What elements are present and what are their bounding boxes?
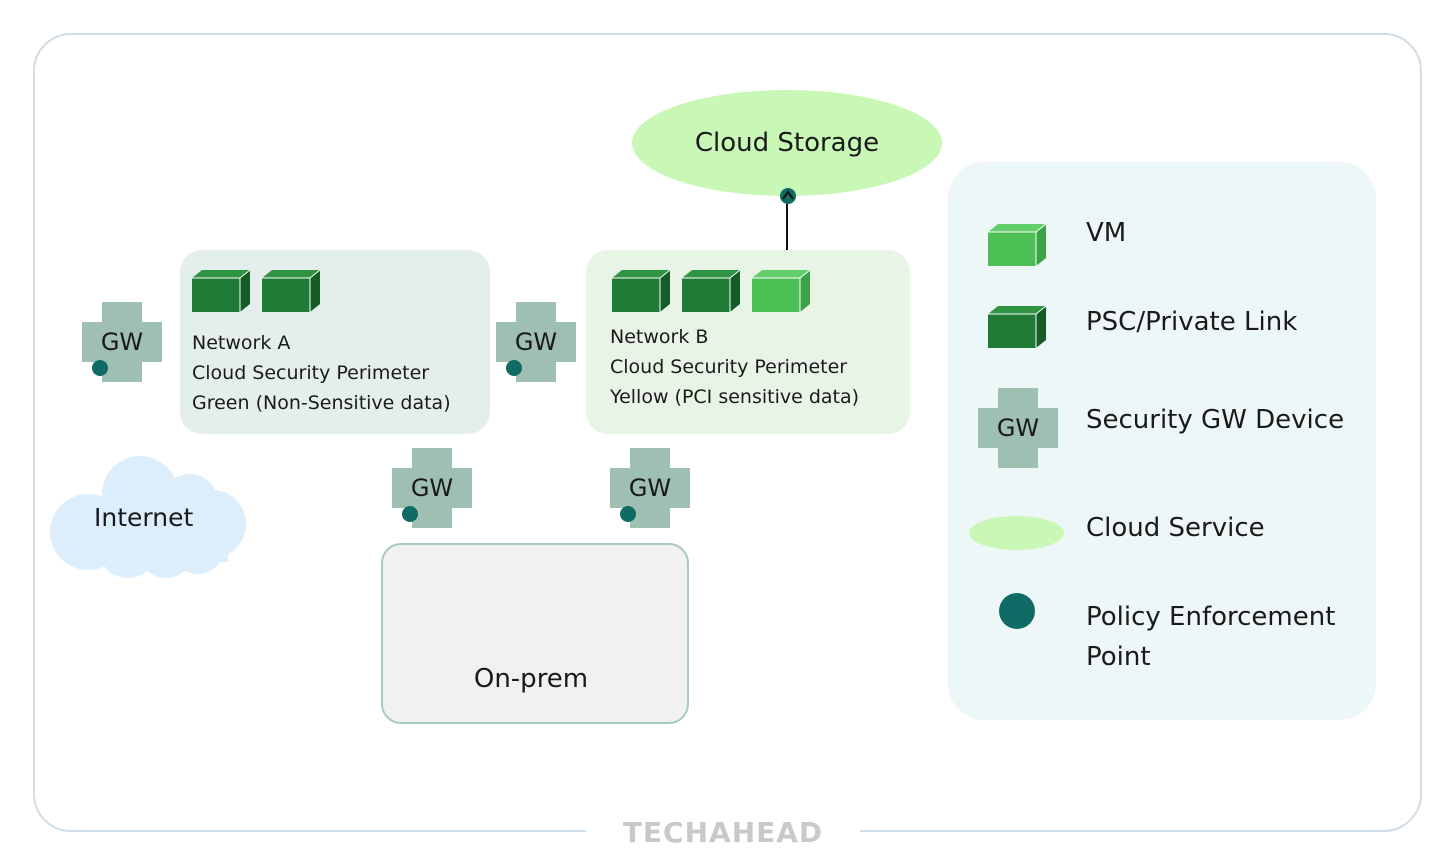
gateway-middle-label: GW <box>514 328 558 356</box>
legend-psc-label: PSC/Private Link <box>1086 307 1298 337</box>
network-b-label: Network B Cloud Security Perimeter Yello… <box>610 322 859 412</box>
vm-cube-icon <box>752 270 810 312</box>
legend-gw-icon-text: GW <box>996 414 1040 442</box>
legend-cloud-service-label: Cloud Service <box>1086 513 1265 543</box>
psc-cube-icon <box>612 270 670 312</box>
cloud-storage-service[interactable]: Cloud Storage <box>632 90 942 196</box>
gateway-left[interactable]: GW <box>82 302 162 382</box>
psc-cube-icon <box>682 270 740 312</box>
brand-watermark: TECHAHEAD <box>586 812 860 852</box>
gateway-middle[interactable]: GW <box>496 302 576 382</box>
on-prem-datacenter[interactable] <box>381 543 689 724</box>
network-a-label: Network A Cloud Security Perimeter Green… <box>192 328 451 418</box>
gateway-bottom-b[interactable]: GW <box>610 448 690 528</box>
gateway-bottom-a-label: GW <box>410 474 454 502</box>
legend-gw-icon: GW <box>978 388 1058 468</box>
arrow-network-b-to-storage <box>786 200 788 251</box>
legend-pep-label-line2: Point <box>1086 642 1151 672</box>
on-prem-label: On-prem <box>473 664 589 694</box>
network-a-classification: Green (Non-Sensitive data) <box>192 392 451 414</box>
vm-cube-icon <box>988 224 1046 266</box>
internet-label: Internet <box>94 503 194 532</box>
psc-cube-icon <box>192 270 250 312</box>
legend-gw-label: Security GW Device <box>1086 405 1345 435</box>
legend-pep-label: Policy Enforcement Point <box>1086 597 1335 677</box>
gateway-bottom-a[interactable]: GW <box>392 448 472 528</box>
legend-pep-label-line1: Policy Enforcement <box>1086 602 1336 632</box>
pep-icon <box>402 506 418 522</box>
pep-icon <box>92 360 108 376</box>
cloud-storage-label: Cloud Storage <box>694 128 880 158</box>
psc-cube-icon <box>262 270 320 312</box>
arrowhead-icon <box>782 190 794 200</box>
network-b-perimeter-type: Cloud Security Perimeter <box>610 356 848 378</box>
policy-enforcement-point-icon <box>999 593 1035 629</box>
psc-cube-icon <box>988 306 1046 348</box>
cloud-service-icon <box>969 516 1064 550</box>
pep-icon <box>506 360 522 376</box>
gateway-left-label: GW <box>100 328 144 356</box>
pep-icon <box>780 188 796 204</box>
legend-vm-label: VM <box>1086 218 1127 248</box>
network-b-name: Network B <box>610 326 709 348</box>
gateway-bottom-b-label: GW <box>628 474 672 502</box>
internet-cloud-icon[interactable] <box>48 452 248 582</box>
network-b-classification: Yellow (PCI sensitive data) <box>610 386 860 408</box>
storage-pep-arrowhead <box>780 188 796 204</box>
network-a-perimeter-type: Cloud Security Perimeter <box>192 362 430 384</box>
network-a-name: Network A <box>192 332 291 354</box>
pep-icon <box>620 506 636 522</box>
